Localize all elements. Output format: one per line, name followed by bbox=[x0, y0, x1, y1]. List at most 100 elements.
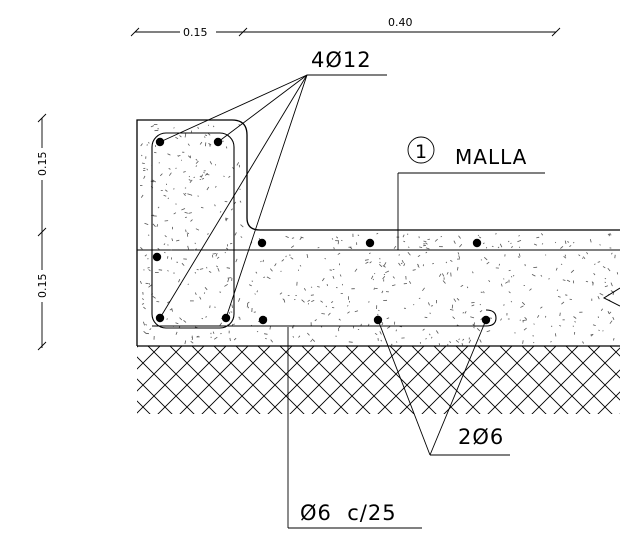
concrete-speck bbox=[534, 244, 537, 245]
concrete-speck bbox=[594, 273, 595, 275]
concrete-speck bbox=[403, 241, 405, 242]
concrete-speck bbox=[373, 279, 374, 280]
concrete-speck bbox=[610, 321, 612, 324]
concrete-speck bbox=[257, 331, 258, 332]
concrete-speck bbox=[447, 272, 448, 274]
concrete-speck bbox=[567, 280, 570, 282]
concrete-speck bbox=[454, 299, 456, 302]
rebar-points bbox=[153, 138, 490, 324]
concrete-speck bbox=[477, 328, 480, 331]
concrete-speck bbox=[591, 334, 594, 335]
concrete-speck bbox=[213, 126, 214, 127]
concrete-speck bbox=[168, 154, 171, 155]
concrete-speck bbox=[542, 243, 543, 244]
concrete-speck bbox=[228, 278, 232, 279]
concrete-speck bbox=[307, 333, 309, 335]
concrete-speck bbox=[532, 274, 535, 276]
concrete-speck bbox=[249, 285, 252, 286]
concrete-speck bbox=[452, 305, 453, 309]
concrete-speck bbox=[408, 252, 411, 255]
concrete-speck bbox=[210, 161, 212, 164]
main-bars-leader bbox=[160, 75, 387, 318]
concrete-speck bbox=[512, 246, 513, 248]
concrete-speck bbox=[393, 277, 395, 279]
concrete-speck bbox=[430, 313, 431, 314]
concrete-speck bbox=[382, 291, 383, 293]
concrete-speck bbox=[583, 342, 584, 344]
concrete-speck bbox=[191, 341, 194, 343]
concrete-speck bbox=[165, 235, 167, 237]
concrete-speck bbox=[443, 281, 446, 284]
concrete-speck bbox=[469, 340, 471, 343]
concrete-speck bbox=[370, 262, 372, 264]
concrete-speck bbox=[492, 246, 494, 247]
concrete-speck bbox=[465, 311, 466, 313]
concrete-speck bbox=[174, 213, 176, 214]
concrete-speck bbox=[191, 195, 192, 196]
rebar-point bbox=[473, 239, 481, 247]
concrete-speck bbox=[238, 298, 240, 302]
concrete-speck bbox=[598, 296, 599, 299]
concrete-speck bbox=[200, 142, 202, 144]
concrete-speck bbox=[299, 336, 300, 338]
concrete-speck bbox=[202, 178, 204, 179]
concrete-speck bbox=[371, 276, 373, 279]
concrete-speck bbox=[347, 312, 349, 314]
concrete-speck bbox=[214, 337, 217, 339]
concrete-speck bbox=[529, 289, 531, 291]
concrete-speck bbox=[381, 340, 382, 341]
concrete-speck bbox=[271, 340, 273, 343]
concrete-speck bbox=[215, 205, 216, 207]
concrete-speck bbox=[383, 276, 385, 279]
concrete-speck bbox=[559, 325, 561, 326]
concrete-speck bbox=[541, 275, 542, 276]
concrete-speck bbox=[208, 125, 209, 126]
concrete-speck bbox=[140, 247, 142, 249]
concrete-speck bbox=[605, 286, 608, 287]
concrete-speck bbox=[457, 298, 459, 300]
concrete-speck bbox=[191, 220, 193, 222]
rebar-point bbox=[153, 253, 161, 261]
concrete-speck bbox=[617, 272, 618, 274]
concrete-speck bbox=[157, 224, 158, 227]
concrete-speck bbox=[483, 243, 484, 244]
concrete-speck bbox=[165, 190, 167, 192]
concrete-speck bbox=[216, 186, 217, 188]
concrete-speck bbox=[232, 305, 233, 308]
concrete-speck bbox=[185, 188, 186, 189]
concrete-speck bbox=[582, 258, 583, 259]
concrete-speck bbox=[394, 246, 396, 249]
concrete-speck bbox=[425, 339, 426, 340]
rebar-point bbox=[366, 239, 374, 247]
concrete-speck bbox=[431, 306, 433, 307]
concrete-speck bbox=[293, 336, 294, 337]
concrete-speck bbox=[280, 293, 282, 295]
concrete-speck bbox=[176, 240, 179, 241]
concrete-speck bbox=[142, 298, 143, 299]
concrete-speck bbox=[537, 315, 539, 318]
concrete-speck bbox=[213, 332, 214, 334]
concrete-speck bbox=[611, 253, 612, 255]
concrete-speck bbox=[382, 322, 383, 324]
concrete-speck bbox=[145, 255, 147, 257]
concrete-speck bbox=[256, 272, 257, 274]
concrete-speck bbox=[257, 291, 258, 293]
concrete-speck bbox=[291, 257, 294, 259]
concrete-speck bbox=[435, 239, 438, 241]
concrete-speck bbox=[422, 288, 424, 291]
concrete-speck bbox=[519, 254, 520, 257]
concrete-speck bbox=[569, 245, 571, 246]
concrete-speck bbox=[408, 247, 409, 248]
concrete-speck bbox=[218, 268, 219, 271]
concrete-speck bbox=[503, 305, 504, 306]
concrete-speck bbox=[350, 247, 352, 248]
concrete-texture bbox=[140, 124, 618, 346]
concrete-speck bbox=[450, 260, 452, 261]
concrete-speck bbox=[321, 301, 323, 303]
concrete-speck bbox=[149, 142, 150, 143]
dim-left-upper: 0.15 bbox=[36, 152, 49, 177]
concrete-speck bbox=[509, 270, 511, 271]
concrete-speck bbox=[610, 233, 611, 234]
concrete-speck bbox=[565, 241, 566, 244]
concrete-speck bbox=[608, 311, 609, 313]
